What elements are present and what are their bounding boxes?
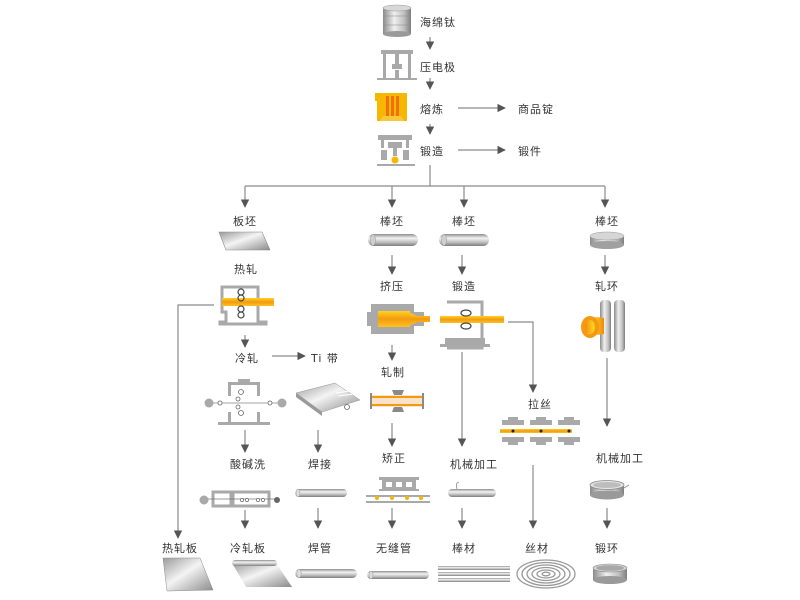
machined-ring-icon xyxy=(589,480,630,500)
label-ring-rolling: 轧环 xyxy=(595,280,619,293)
smelting-furnace-icon xyxy=(375,93,407,121)
bar-billet-1-icon xyxy=(368,234,418,246)
extrusion-press-icon xyxy=(367,304,430,334)
titanium-strip-sheet-icon xyxy=(295,382,361,416)
label-rolling: 轧制 xyxy=(381,366,405,379)
label-cold-rolling: 冷轧 xyxy=(235,352,259,365)
label-forgings: 锻件 xyxy=(518,145,542,158)
cold-rolled-plate-icon xyxy=(232,560,292,587)
label-press-electrode: 压电极 xyxy=(420,61,456,74)
machined-bar-icon xyxy=(448,481,496,497)
cold-rolling-mill-icon xyxy=(204,379,287,425)
label-seamless-pipe: 无缝管 xyxy=(376,542,412,555)
wire-drawing-dies-icon xyxy=(500,417,580,445)
label-machining-ring: 机械加工 xyxy=(596,452,644,465)
label-pickling: 酸碱洗 xyxy=(230,458,266,471)
label-forging-top: 锻造 xyxy=(420,145,444,158)
pickling-line-icon xyxy=(199,490,280,508)
connectors xyxy=(173,37,612,539)
label-welded-pipe: 焊管 xyxy=(308,542,332,555)
bar-stock-icon xyxy=(438,566,510,582)
sponge-titanium-drum-icon xyxy=(382,4,412,37)
label-sponge-titanium: 海绵钛 xyxy=(420,16,456,29)
tube-rolling-die-icon xyxy=(370,390,424,412)
ring-rolling-mill-icon xyxy=(581,300,625,352)
label-smelting: 熔炼 xyxy=(420,103,444,116)
bar-billet-2-icon xyxy=(439,234,489,246)
hot-rolled-plate-icon xyxy=(162,557,214,592)
label-bar-billet-2: 棒坯 xyxy=(452,215,476,228)
label-straightening: 矫正 xyxy=(382,452,406,465)
label-slab-billet: 板坯 xyxy=(233,215,257,228)
wire-coil-icon xyxy=(516,559,576,589)
label-machining-bar: 机械加工 xyxy=(450,458,498,471)
forging-press-icon xyxy=(377,135,415,166)
slab-billet-icon xyxy=(218,231,271,251)
label-ring-billet: 棒坯 xyxy=(595,215,619,228)
welded-pipe-icon xyxy=(295,569,357,578)
arrow-forging-to-wiredrawing xyxy=(508,321,538,393)
label-welding: 焊接 xyxy=(308,458,332,471)
electrode-press-icon xyxy=(377,50,417,80)
label-wire-drawing: 拉丝 xyxy=(528,398,552,411)
label-hot-rolled-plate: 热轧板 xyxy=(162,542,198,555)
forged-ring-icon xyxy=(592,563,628,584)
label-forging-branch: 锻造 xyxy=(452,280,476,293)
label-extrusion: 挤压 xyxy=(380,280,404,293)
seamless-pipe-icon xyxy=(367,570,429,580)
label-ti-strip: Ti 带 xyxy=(311,352,339,365)
hot-rolling-mill-icon xyxy=(218,285,274,326)
label-bar-billet-1: 棒坯 xyxy=(380,215,404,228)
label-bar-stock: 棒材 xyxy=(452,542,476,555)
label-cold-rolled-plate: 冷轧板 xyxy=(230,542,266,555)
label-hot-rolling: 热轧 xyxy=(234,263,258,276)
straightening-machine-icon xyxy=(366,477,430,503)
welded-tube-semi-icon xyxy=(295,488,347,498)
label-wire: 丝材 xyxy=(525,542,549,555)
label-commercial-ingot: 商品锭 xyxy=(518,103,554,116)
label-forged-ring: 锻环 xyxy=(595,542,619,555)
forging-rolling-mill-icon xyxy=(440,300,504,350)
ring-billet-disc-icon xyxy=(589,231,625,249)
arrow-hotroll-to-hotplate xyxy=(173,304,214,539)
